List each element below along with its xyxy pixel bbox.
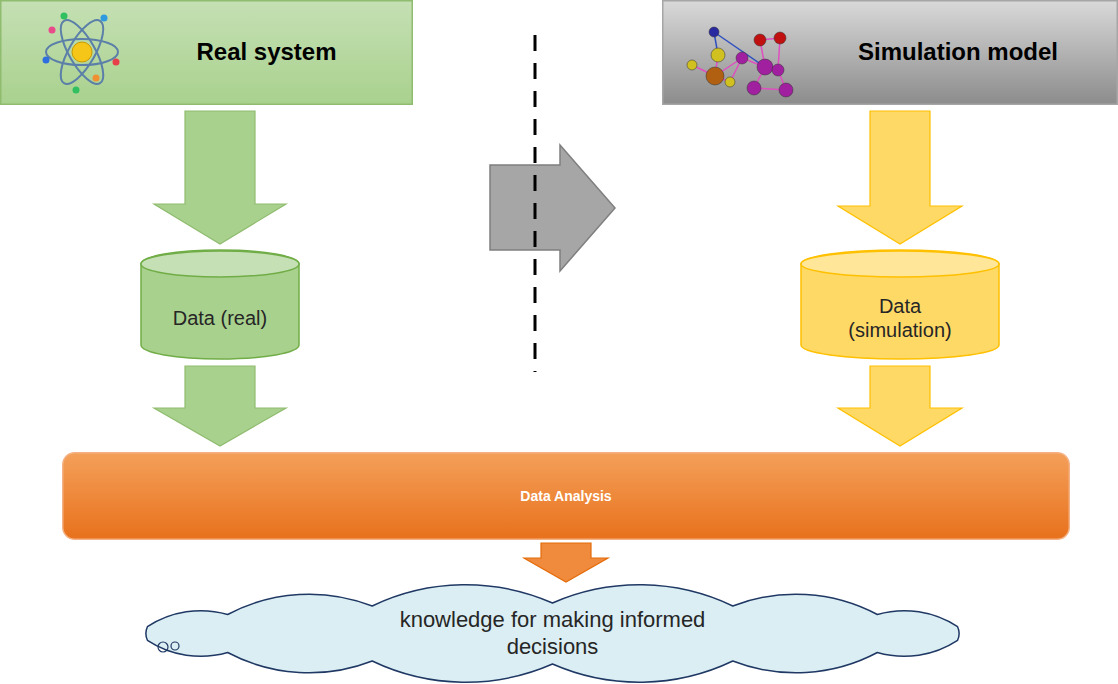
analysis-bar-fill: [63, 453, 1070, 540]
cylinder-top: [141, 251, 299, 277]
node-label: Data (simulation): [835, 294, 965, 342]
block-arrow: [838, 366, 962, 446]
cylinder-body: [141, 250, 299, 359]
node-label: knowledge for making informed decisions: [373, 607, 733, 660]
system-box: Real system: [0, 0, 413, 105]
block-arrow: [524, 543, 608, 582]
cloud-outline: [146, 585, 959, 682]
thought-bubble: [158, 642, 168, 652]
atom-icon: [43, 13, 120, 94]
molecule-icon: [687, 27, 793, 97]
cylinder-body: [801, 250, 999, 359]
block-arrow: [154, 366, 286, 446]
model-box-fill: [663, 1, 1118, 105]
node-label: Data Analysis: [520, 488, 611, 505]
node-label: Data (real): [173, 306, 267, 330]
block-arrow: [838, 111, 962, 244]
box-title: Simulation model: [858, 38, 1058, 67]
knowledge-cloud: knowledge for making informed decisions: [115, 585, 990, 682]
block-arrow: [154, 111, 286, 244]
modelling-block-arrow: [490, 145, 615, 271]
system-box-fill: [1, 1, 413, 105]
cylinder-top: [801, 251, 999, 277]
data-cylinder: Data (simulation): [800, 250, 1000, 360]
divider-dashed-line: [534, 35, 537, 372]
data-cylinder-outline: [140, 250, 300, 360]
data-cylinder: Data (real): [140, 250, 300, 360]
analysis-bar: Data Analysis: [62, 452, 1070, 540]
box-title: Real system: [196, 38, 336, 67]
thought-bubble: [171, 642, 179, 650]
model-box: Simulation model: [662, 0, 1118, 105]
